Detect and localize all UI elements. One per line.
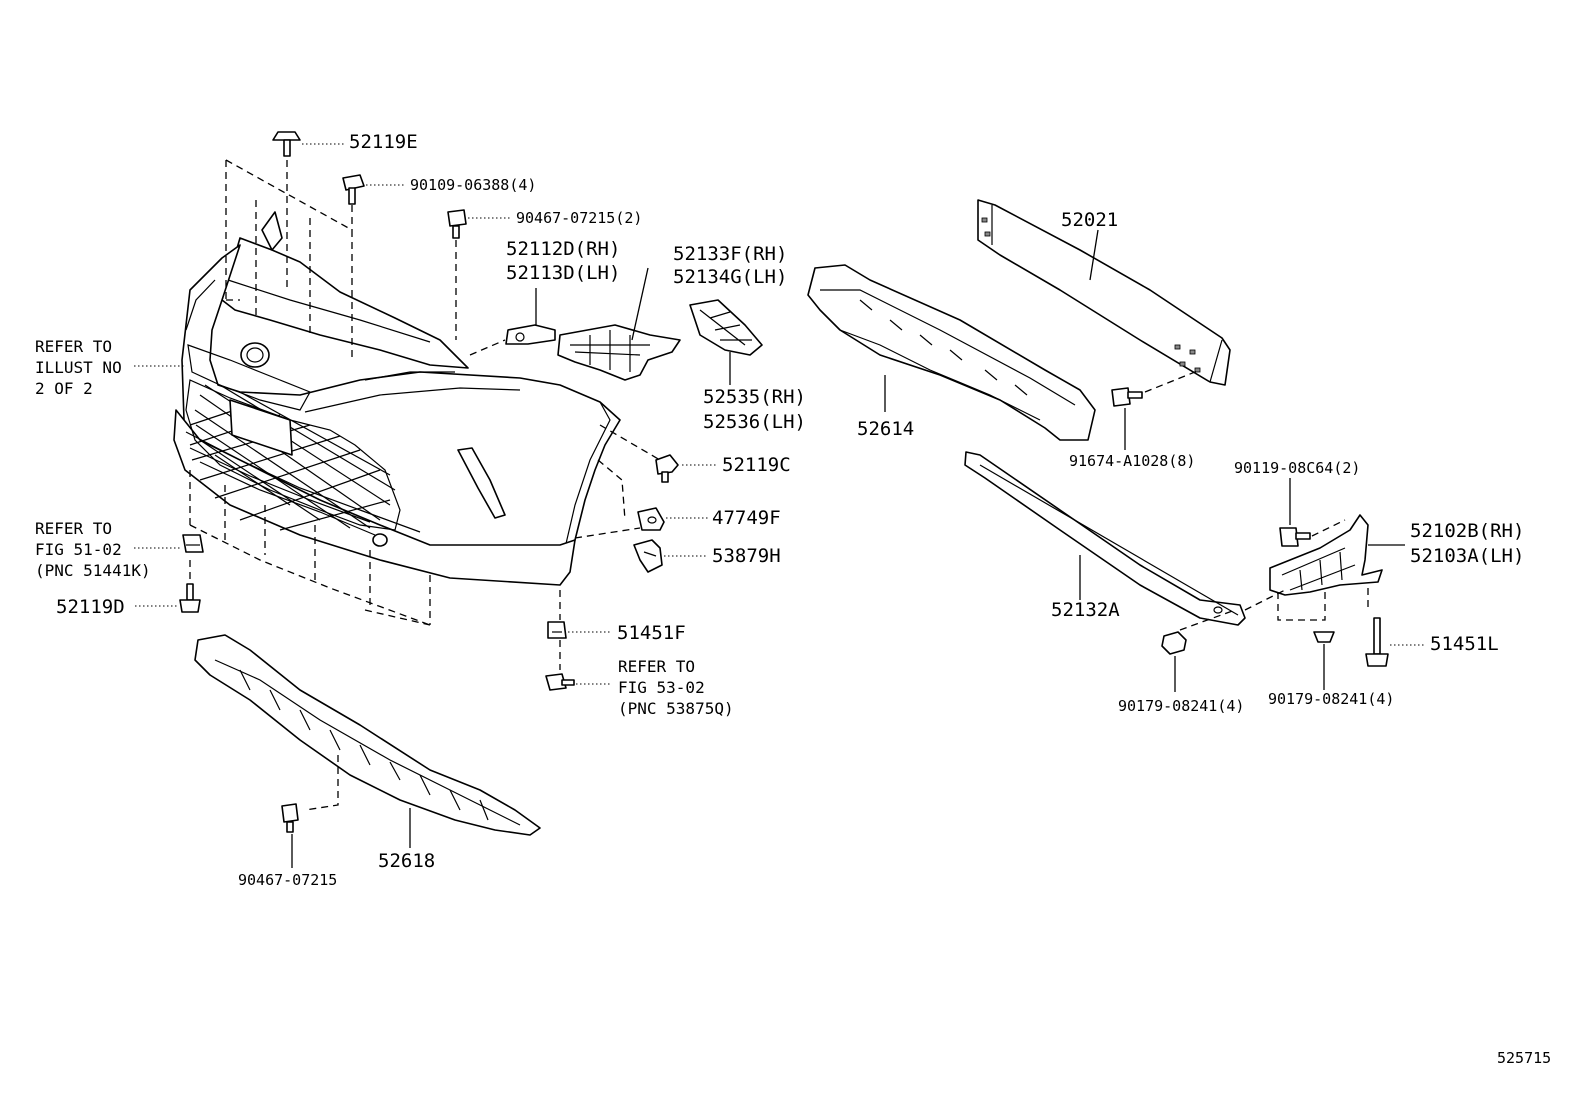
illustration-id: 525715	[1497, 1049, 1552, 1067]
side-clip-guides	[559, 424, 661, 670]
lower-support-beam-52132A[interactable]	[964, 451, 1246, 626]
label-90179-08241-a: 90179-08241(4)	[1118, 697, 1245, 715]
label-53879H: 53879H	[712, 545, 781, 567]
bracket-52102B[interactable]	[1269, 514, 1405, 596]
bolt-52119D[interactable]	[135, 560, 201, 613]
bracket-guides	[1179, 588, 1369, 631]
bolt-90119[interactable]	[1279, 478, 1346, 547]
bolt-52119E[interactable]	[272, 131, 301, 290]
nut-90179-b[interactable]	[1313, 631, 1335, 690]
clip-51441K[interactable]	[134, 534, 204, 553]
bolt-51451L[interactable]	[1365, 617, 1425, 667]
upper-mount-guides	[225, 159, 353, 360]
label-90109-06388: 90109-06388(4)	[410, 176, 537, 194]
note-refer-fig-53-02: REFER TO FIG 53-02 (PNC 53875Q)	[618, 657, 734, 718]
note-refer-fig-51-02: REFER TO FIG 51-02 (PNC 51441K)	[35, 519, 151, 580]
bolt-90467[interactable]	[281, 803, 299, 868]
lower-deflector-52618[interactable]	[194, 634, 541, 848]
retainer-53879H[interactable]	[633, 539, 708, 573]
label-52535: 52535(RH)	[703, 386, 806, 408]
label-52536: 52536(LH)	[703, 411, 806, 433]
note-refer-illust-2of2: REFER TO ILLUST NO 2 OF 2	[35, 337, 122, 398]
label-52133F: 52133F(RH)	[673, 243, 788, 265]
clip-52119C[interactable]	[655, 454, 718, 483]
label-51451F: 51451F	[617, 622, 686, 644]
label-52113D: 52113D(LH)	[506, 262, 621, 284]
label-47749F: 47749F	[712, 507, 781, 529]
bolt-90109[interactable]	[342, 174, 365, 230]
label-52614: 52614	[857, 418, 915, 440]
bolt-90467-2[interactable]	[447, 209, 467, 340]
label-52119D: 52119D	[56, 596, 125, 618]
label-52021: 52021	[1061, 209, 1119, 231]
lower-mount-guides	[189, 470, 431, 626]
nut-90179-a[interactable]	[1161, 631, 1187, 692]
bumper-reinforcement-52021[interactable]	[977, 199, 1231, 386]
bolt-91674[interactable]	[1111, 369, 1201, 450]
label-90467-07215-2: 90467-07215(2)	[516, 209, 643, 227]
retainer-52112D[interactable]	[469, 288, 556, 356]
retainer-52133F[interactable]	[557, 267, 681, 381]
retainer-52535[interactable]	[689, 299, 763, 385]
label-91674-A1028: 91674-A1028(8)	[1069, 452, 1196, 470]
label-51451L: 51451L	[1430, 633, 1499, 655]
clip-51451F[interactable]	[547, 621, 612, 639]
energy-absorber-52614[interactable]	[807, 264, 1096, 441]
label-90467-07215: 90467-07215	[238, 871, 338, 889]
label-52119C: 52119C	[722, 454, 791, 476]
label-90179-08241-b: 90179-08241(4)	[1268, 690, 1395, 708]
label-52618: 52618	[378, 850, 436, 872]
label-52103A: 52103A(LH)	[1410, 545, 1525, 567]
label-52119E: 52119E	[349, 131, 418, 153]
label-52112D: 52112D(RH)	[506, 238, 621, 260]
label-52132A: 52132A	[1051, 599, 1120, 621]
label-90119-08C64: 90119-08C64(2)	[1234, 459, 1361, 477]
label-52102B: 52102B(RH)	[1410, 520, 1525, 542]
retainer-47749F[interactable]	[637, 507, 708, 531]
label-52134G: 52134G(LH)	[673, 266, 788, 288]
front-bumper-cover[interactable]	[173, 211, 621, 586]
screw-53875Q[interactable]	[545, 673, 612, 691]
